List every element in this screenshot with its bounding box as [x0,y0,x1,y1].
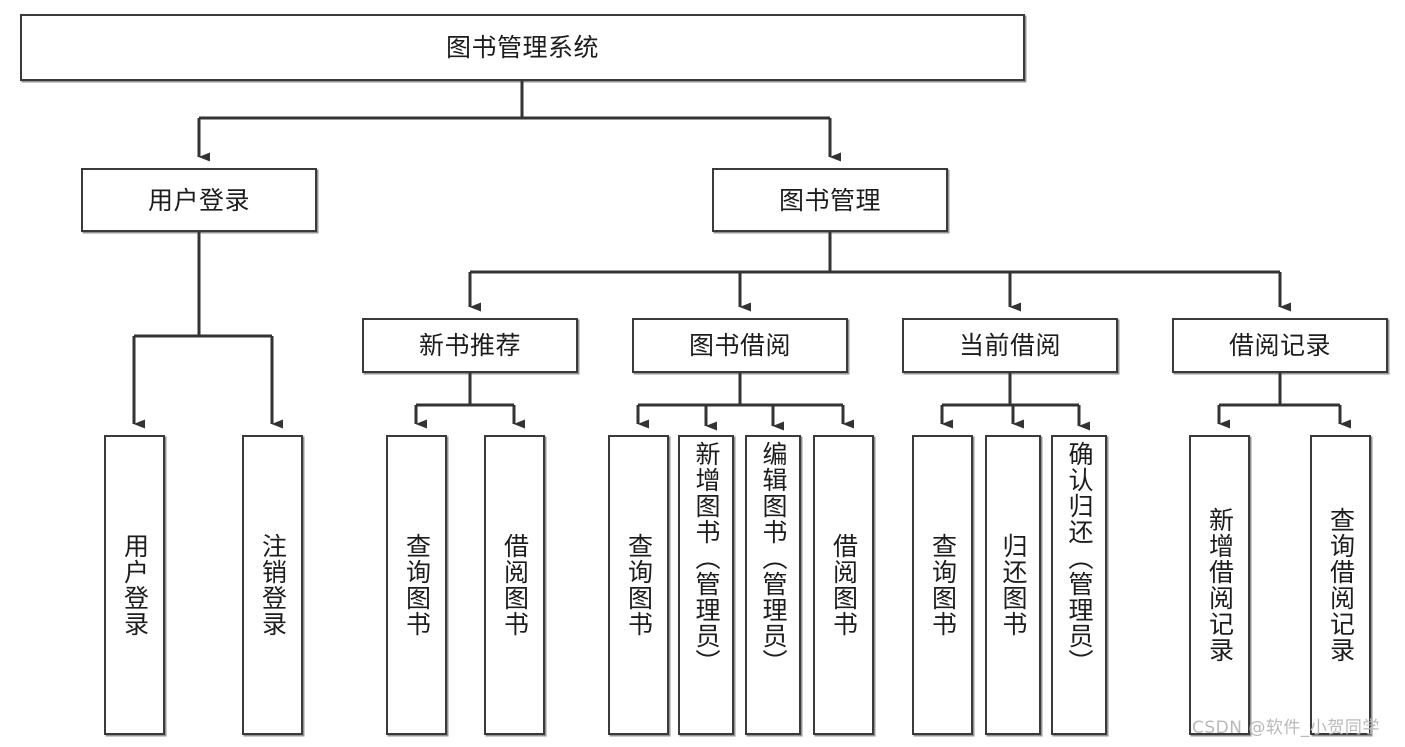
node-label: 当前借阅 [958,331,1061,360]
node-label: 查询图书 [624,533,654,637]
node-new-book-recommend[interactable]: 新书推荐 [362,318,578,373]
leaf-query-book-recommend[interactable]: 查询图书 [386,435,447,735]
node-book-management-system[interactable]: 图书管理系统 [20,14,1025,81]
node-label: 新书推荐 [418,331,521,360]
node-label: 确认归还（管理员） [1065,441,1094,675]
leaf-borrow-book-recommend[interactable]: 借阅图书 [484,435,545,735]
node-label: 图书借阅 [688,331,791,360]
node-label: 查询图书 [928,533,958,637]
leaf-add-borrow-record[interactable]: 新增借阅记录 [1189,435,1250,735]
node-book-management[interactable]: 图书管理 [712,168,948,232]
node-label: 用户登录 [120,533,150,637]
leaf-query-borrow-record[interactable]: 查询借阅记录 [1310,435,1371,735]
csdn-watermark: CSDN @软件_小贺同学 [1192,718,1380,738]
node-label: 编辑图书（管理员） [759,441,788,675]
node-borrow-record[interactable]: 借阅记录 [1172,318,1388,373]
leaf-edit-book-admin[interactable]: 编辑图书（管理员） [745,435,801,735]
node-label: 用户登录 [147,185,250,215]
node-label: 图书管理 [778,185,881,215]
node-current-borrow[interactable]: 当前借阅 [902,318,1118,373]
node-book-borrow[interactable]: 图书借阅 [632,318,848,373]
leaf-add-book-admin[interactable]: 新增图书（管理员） [678,435,734,735]
node-user-login[interactable]: 用户登录 [81,168,317,232]
node-label: 查询图书 [402,533,432,637]
leaf-borrow-book[interactable]: 借阅图书 [813,435,874,735]
leaf-query-book-current[interactable]: 查询图书 [912,435,973,735]
leaf-return-book[interactable]: 归还图书 [985,435,1041,735]
leaf-user-login[interactable]: 用户登录 [104,435,165,735]
node-label: 新增借阅记录 [1205,507,1235,663]
node-label: 图书管理系统 [445,33,599,62]
node-label: 归还图书 [999,533,1028,637]
node-label: 新增图书（管理员） [692,441,721,675]
leaf-query-book-borrow[interactable]: 查询图书 [608,435,669,735]
node-label: 借阅图书 [500,533,530,637]
node-label: 借阅记录 [1228,331,1331,360]
node-label: 查询借阅记录 [1326,507,1356,663]
node-label: 借阅图书 [829,533,859,637]
leaf-user-logout[interactable]: 注销登录 [242,435,303,735]
leaf-confirm-return-admin[interactable]: 确认归还（管理员） [1051,435,1107,735]
node-label: 注销登录 [258,533,288,637]
